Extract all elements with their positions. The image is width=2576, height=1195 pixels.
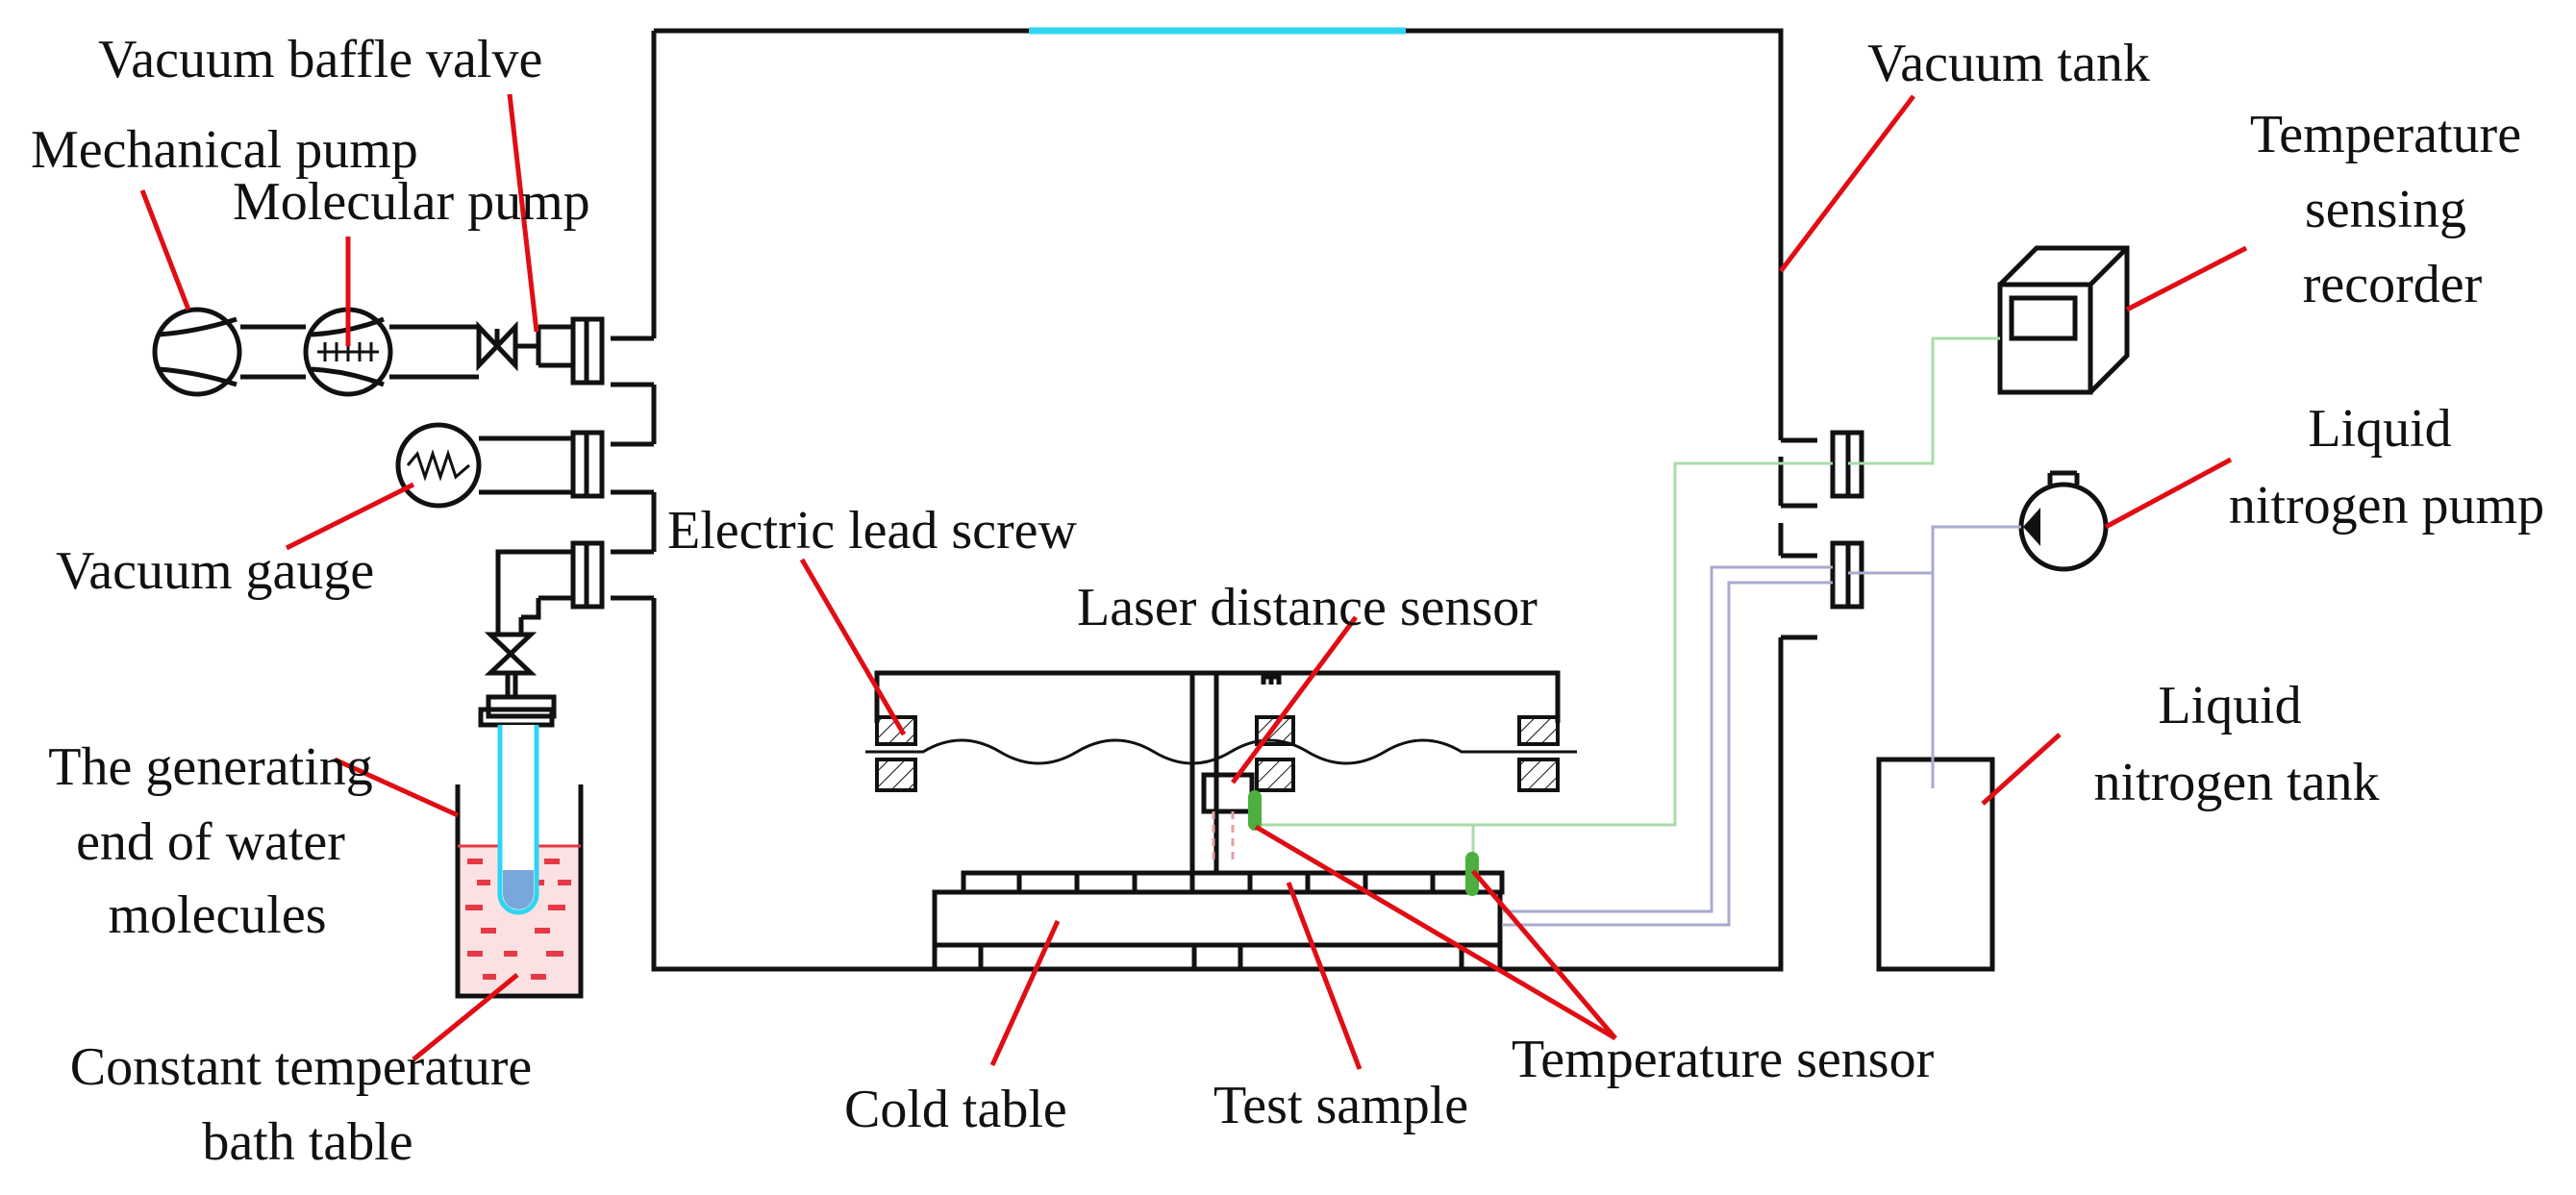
label-electric-lead-screw: Electric lead screw: [667, 501, 1078, 560]
liquid-nitrogen-tank: [1876, 757, 1995, 972]
label-vacuum-tank: Vacuum tank: [1867, 34, 2150, 93]
test-sample: [961, 870, 1505, 895]
label-molecular-pump: Molecular pump: [233, 172, 590, 232]
label-laser-distance-sensor: Laser distance sensor: [1077, 578, 1538, 637]
label-constant-temperature-bath: Constant temperature bath table: [70, 1037, 546, 1172]
label-water-molecule-end: The generating end of water molecules: [48, 737, 386, 945]
left-port-flanges: [570, 316, 605, 610]
constant-temperature-bath: [455, 725, 584, 999]
temperature-sensing-recorder: [1997, 245, 2130, 395]
right-port-flanges: [1830, 430, 1864, 610]
labels: Vacuum baffle valve Mechanical pump Mole…: [31, 30, 2544, 1172]
label-liquid-nitrogen-pump: Liquid nitrogen pump: [2229, 399, 2544, 535]
label-vacuum-baffle-valve: Vacuum baffle valve: [98, 30, 542, 89]
label-mechanical-pump: Mechanical pump: [31, 120, 418, 180]
label-liquid-nitrogen-tank: Liquid nitrogen tank: [2093, 676, 2379, 812]
liquid-nitrogen-pump: [2018, 470, 2109, 572]
temperature-sensor-2: [1465, 852, 1479, 896]
label-temperature-sensing-recorder: Temperature sensing recorder: [2250, 105, 2535, 314]
electric-lead-screw-assembly: [865, 670, 1577, 873]
leader-lines: [139, 93, 2248, 1070]
nitrogen-piping: [1502, 525, 2021, 927]
vacuum-gauge: [395, 422, 573, 509]
temperature-sensor-1: [1248, 790, 1262, 831]
mechanical-pump: [152, 307, 242, 397]
pump-pipeline: [240, 320, 573, 380]
temperature-sensors: [1248, 790, 1479, 896]
label-temperature-sensor: Temperature sensor: [1512, 1030, 1935, 1089]
label-cold-table: Cold table: [844, 1080, 1067, 1139]
water-line: [478, 549, 573, 728]
cold-table: [932, 889, 1503, 972]
label-vacuum-gauge: Vacuum gauge: [56, 541, 374, 601]
label-test-sample: Test sample: [1213, 1076, 1468, 1135]
